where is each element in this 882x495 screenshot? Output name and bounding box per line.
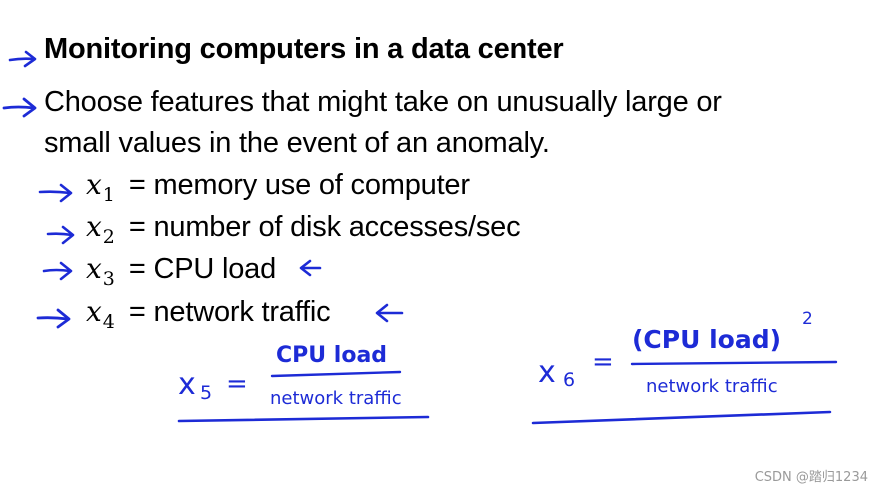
x5-fraction-bar: [270, 370, 402, 378]
feature-subscript: 2: [102, 226, 115, 248]
x6-underline: [531, 410, 832, 425]
x5-lhs: x: [178, 367, 196, 402]
x5-equals: =: [226, 369, 248, 399]
feature-subscript: 1: [102, 184, 115, 206]
feature-description: = network traffic: [128, 296, 331, 328]
feature-subscript: 3: [102, 268, 115, 290]
feature-description: = number of disk accesses/sec: [128, 211, 521, 243]
arrow-right-icon: [46, 225, 75, 245]
arrow-right-icon: [2, 97, 37, 118]
feature-subscript: 4: [102, 311, 115, 333]
x5-subscript: 5: [200, 382, 212, 404]
x5-numerator: CPU load: [276, 343, 387, 368]
feature-description: = memory use of computer: [128, 169, 470, 201]
arrow-right-icon: [38, 183, 73, 203]
x6-formula: x 6 = (CPU load) 2 network traffic: [531, 309, 838, 425]
slide-title: Monitoring computers in a data center: [44, 33, 564, 65]
x5-formula: x 5 = CPU load network traffic: [177, 343, 430, 423]
feature-variable: x: [86, 295, 102, 328]
watermark: CSDN @踏归1234: [754, 470, 868, 485]
arrow-left-icon: [299, 259, 322, 277]
x6-lhs: x: [538, 355, 556, 390]
arrow-right-icon: [42, 261, 73, 281]
arrow-right-icon: [8, 50, 37, 68]
feature-description: = CPU load: [128, 253, 276, 285]
x5-denominator: network traffic: [270, 388, 402, 409]
feature-variable: x: [86, 252, 102, 285]
feature-variable: x: [86, 168, 102, 201]
x6-exponent: 2: [802, 309, 813, 329]
feature-variable: x: [86, 210, 102, 243]
arrow-right-icon: [36, 308, 71, 329]
x6-subscript: 6: [563, 369, 575, 391]
x6-fraction-bar: [630, 360, 838, 366]
arrow-left-icon: [375, 303, 404, 323]
x5-underline: [177, 415, 430, 423]
x6-denominator: network traffic: [646, 376, 778, 397]
intro-line-2: small values in the event of an anomaly.: [44, 127, 550, 159]
x6-equals: =: [592, 347, 614, 377]
intro-line-1: Choose features that might take on unusu…: [44, 86, 722, 118]
x6-numerator: (CPU load): [632, 325, 781, 354]
